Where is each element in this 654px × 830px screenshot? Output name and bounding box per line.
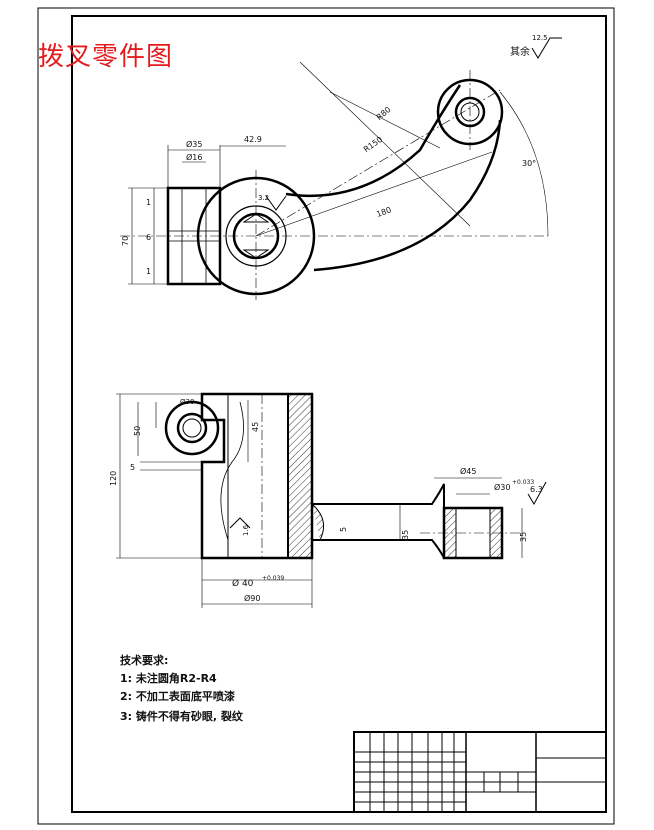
requirements-heading: 技术要求: [120,654,169,667]
svg-text:35: 35 [519,532,528,542]
svg-text:Ø 40: Ø 40 [232,578,254,589]
svg-text:30°: 30° [522,159,536,168]
outer-border [37,7,615,825]
svg-text:70: 70 [121,236,130,246]
svg-text:Ø30: Ø30 [494,482,510,492]
top-view-dims: Ø35 Ø16 42.9 70 1 6 1 R80 R150 180 30° 3… [121,105,536,276]
svg-text:35: 35 [401,530,410,540]
front-view-dims: Ø30 50 45 5 120 Ø45 Ø30 +0.033 6.3 1.6 5… [109,398,543,603]
svg-text:+0.039: +0.039 [262,575,284,582]
roughness-label: 其余 [510,45,530,58]
svg-text:1: 1 [146,198,151,207]
svg-text:6.3: 6.3 [530,485,543,494]
front-view [116,392,547,608]
requirement-item-2: 2: 不加工表面底平喷漆 [120,690,235,703]
svg-text:R150: R150 [362,135,384,154]
svg-text:3.2: 3.2 [258,194,269,202]
svg-text:Ø35: Ø35 [186,139,202,149]
requirement-item-1: 1: 未注圆角R2-R4 [120,672,217,685]
svg-text:42.9: 42.9 [244,135,262,144]
top-view [120,61,549,300]
svg-text:5: 5 [339,527,348,532]
svg-text:5: 5 [130,463,135,472]
svg-text:1: 1 [146,267,151,276]
roughness-symbol-icon [531,37,562,59]
svg-text:45: 45 [251,422,260,432]
roughness-value: 12.5 [532,34,548,42]
svg-text:Ø30: Ø30 [180,398,194,406]
svg-text:1.6: 1.6 [242,524,250,536]
svg-text:6: 6 [146,233,151,242]
requirement-item-3: 3: 铸件不得有砂眼, 裂纹 [120,710,243,723]
svg-text:Ø45: Ø45 [460,466,476,476]
inner-frame [71,15,607,813]
svg-text:120: 120 [109,471,118,486]
title-block [353,731,607,813]
roughness-note: 其余 12.5 [510,34,562,59]
svg-text:Ø16: Ø16 [186,152,202,162]
svg-text:180: 180 [375,205,392,219]
svg-text:50: 50 [133,426,142,436]
drawing-title: 拨叉零件图 [38,42,174,72]
svg-text:+0.033: +0.033 [512,479,534,486]
svg-text:Ø90: Ø90 [244,593,260,603]
